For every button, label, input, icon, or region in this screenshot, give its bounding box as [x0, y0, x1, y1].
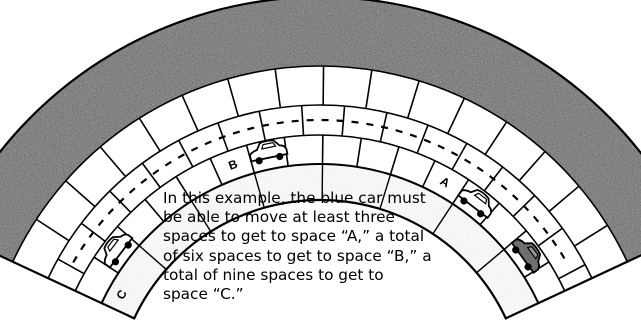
caption-line: spaces to get to space “A,” a total: [163, 227, 424, 245]
example-caption: In this example, the blue car must be ab…: [163, 189, 493, 304]
caption-line: be able to move at least three: [163, 208, 395, 226]
caption-line: of six spaces to get to space “B,” a: [163, 247, 432, 265]
caption-line: space “C.”: [163, 285, 244, 303]
caption-line: In this example, the blue car must: [163, 189, 426, 207]
caption-line: total of nine spaces to get to: [163, 266, 384, 284]
